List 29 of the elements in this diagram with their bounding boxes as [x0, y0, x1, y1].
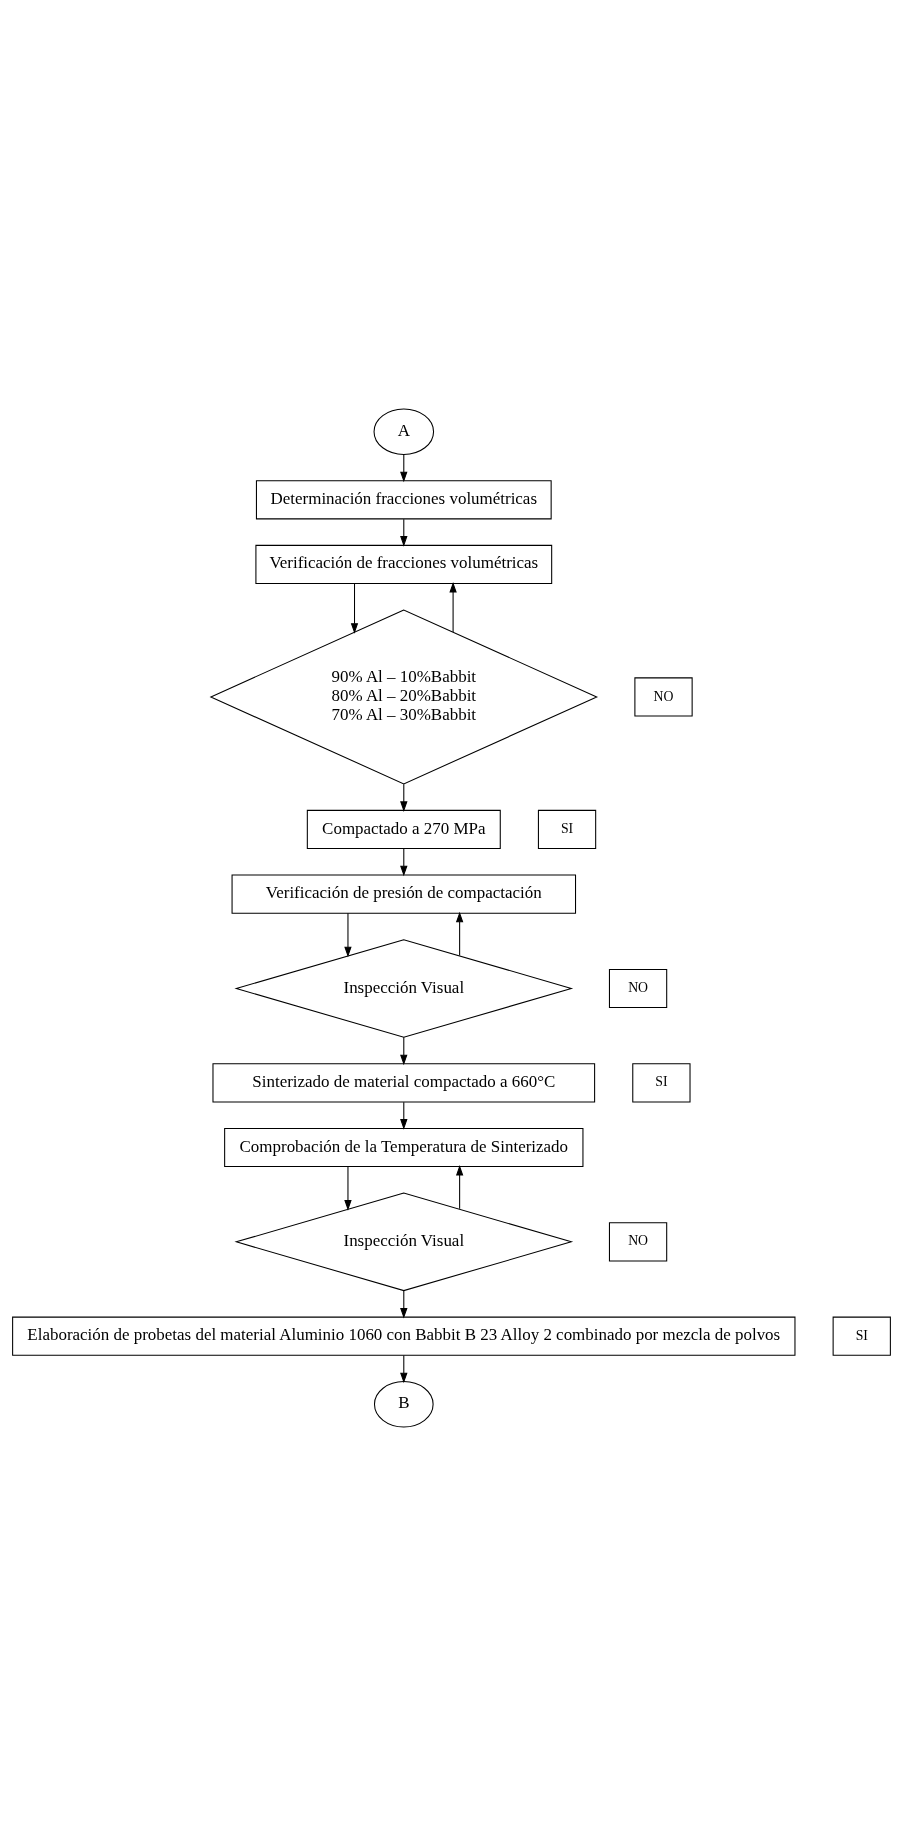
- arrow: [400, 1101, 408, 1130]
- arrow: [400, 848, 408, 877]
- arrow: [400, 1036, 408, 1066]
- node-box: Verificación de fracciones volumétricas: [255, 544, 553, 585]
- node-box: Elaboración de probetas del material Aluminio 1060 con Babbit B 23 Alloy 2 combinado por mezcla de polvos: [12, 1316, 796, 1356]
- node-box: Compactado a 270 MPa: [306, 809, 501, 850]
- node-box: SI: [632, 1063, 691, 1103]
- node-diamond: 90% Al – 10%Babbit 80% Al – 20%Babbit 70% Al – 30%Babbit: [209, 609, 599, 785]
- node-diamond: Inspección Visual: [234, 1192, 574, 1292]
- node-box: Sinterizado de material compactado a 660°C: [212, 1063, 596, 1103]
- arrow: [400, 453, 408, 483]
- node-box: NO: [634, 677, 693, 717]
- arrow: [400, 518, 408, 547]
- node-ellipse: A: [373, 408, 435, 455]
- node-diamond: Inspección Visual: [234, 939, 574, 1038]
- node-box: NO: [608, 1222, 668, 1262]
- node-box: SI: [832, 1316, 891, 1356]
- node-box: NO: [608, 968, 668, 1009]
- arrow: [344, 1166, 352, 1211]
- node-box: Verificación de presión de compactación: [231, 874, 577, 914]
- arrow: [350, 583, 359, 634]
- arrow: [344, 912, 352, 958]
- node-box: Comprobación de la Temperatura de Sinterizado: [224, 1127, 584, 1168]
- arrow: [455, 1165, 464, 1210]
- arrow: [449, 581, 457, 633]
- arrow: [455, 911, 464, 957]
- node-box: Determinación fracciones volumétricas: [255, 480, 552, 520]
- node-box: SI: [537, 809, 597, 850]
- node-ellipse: B: [373, 1381, 434, 1428]
